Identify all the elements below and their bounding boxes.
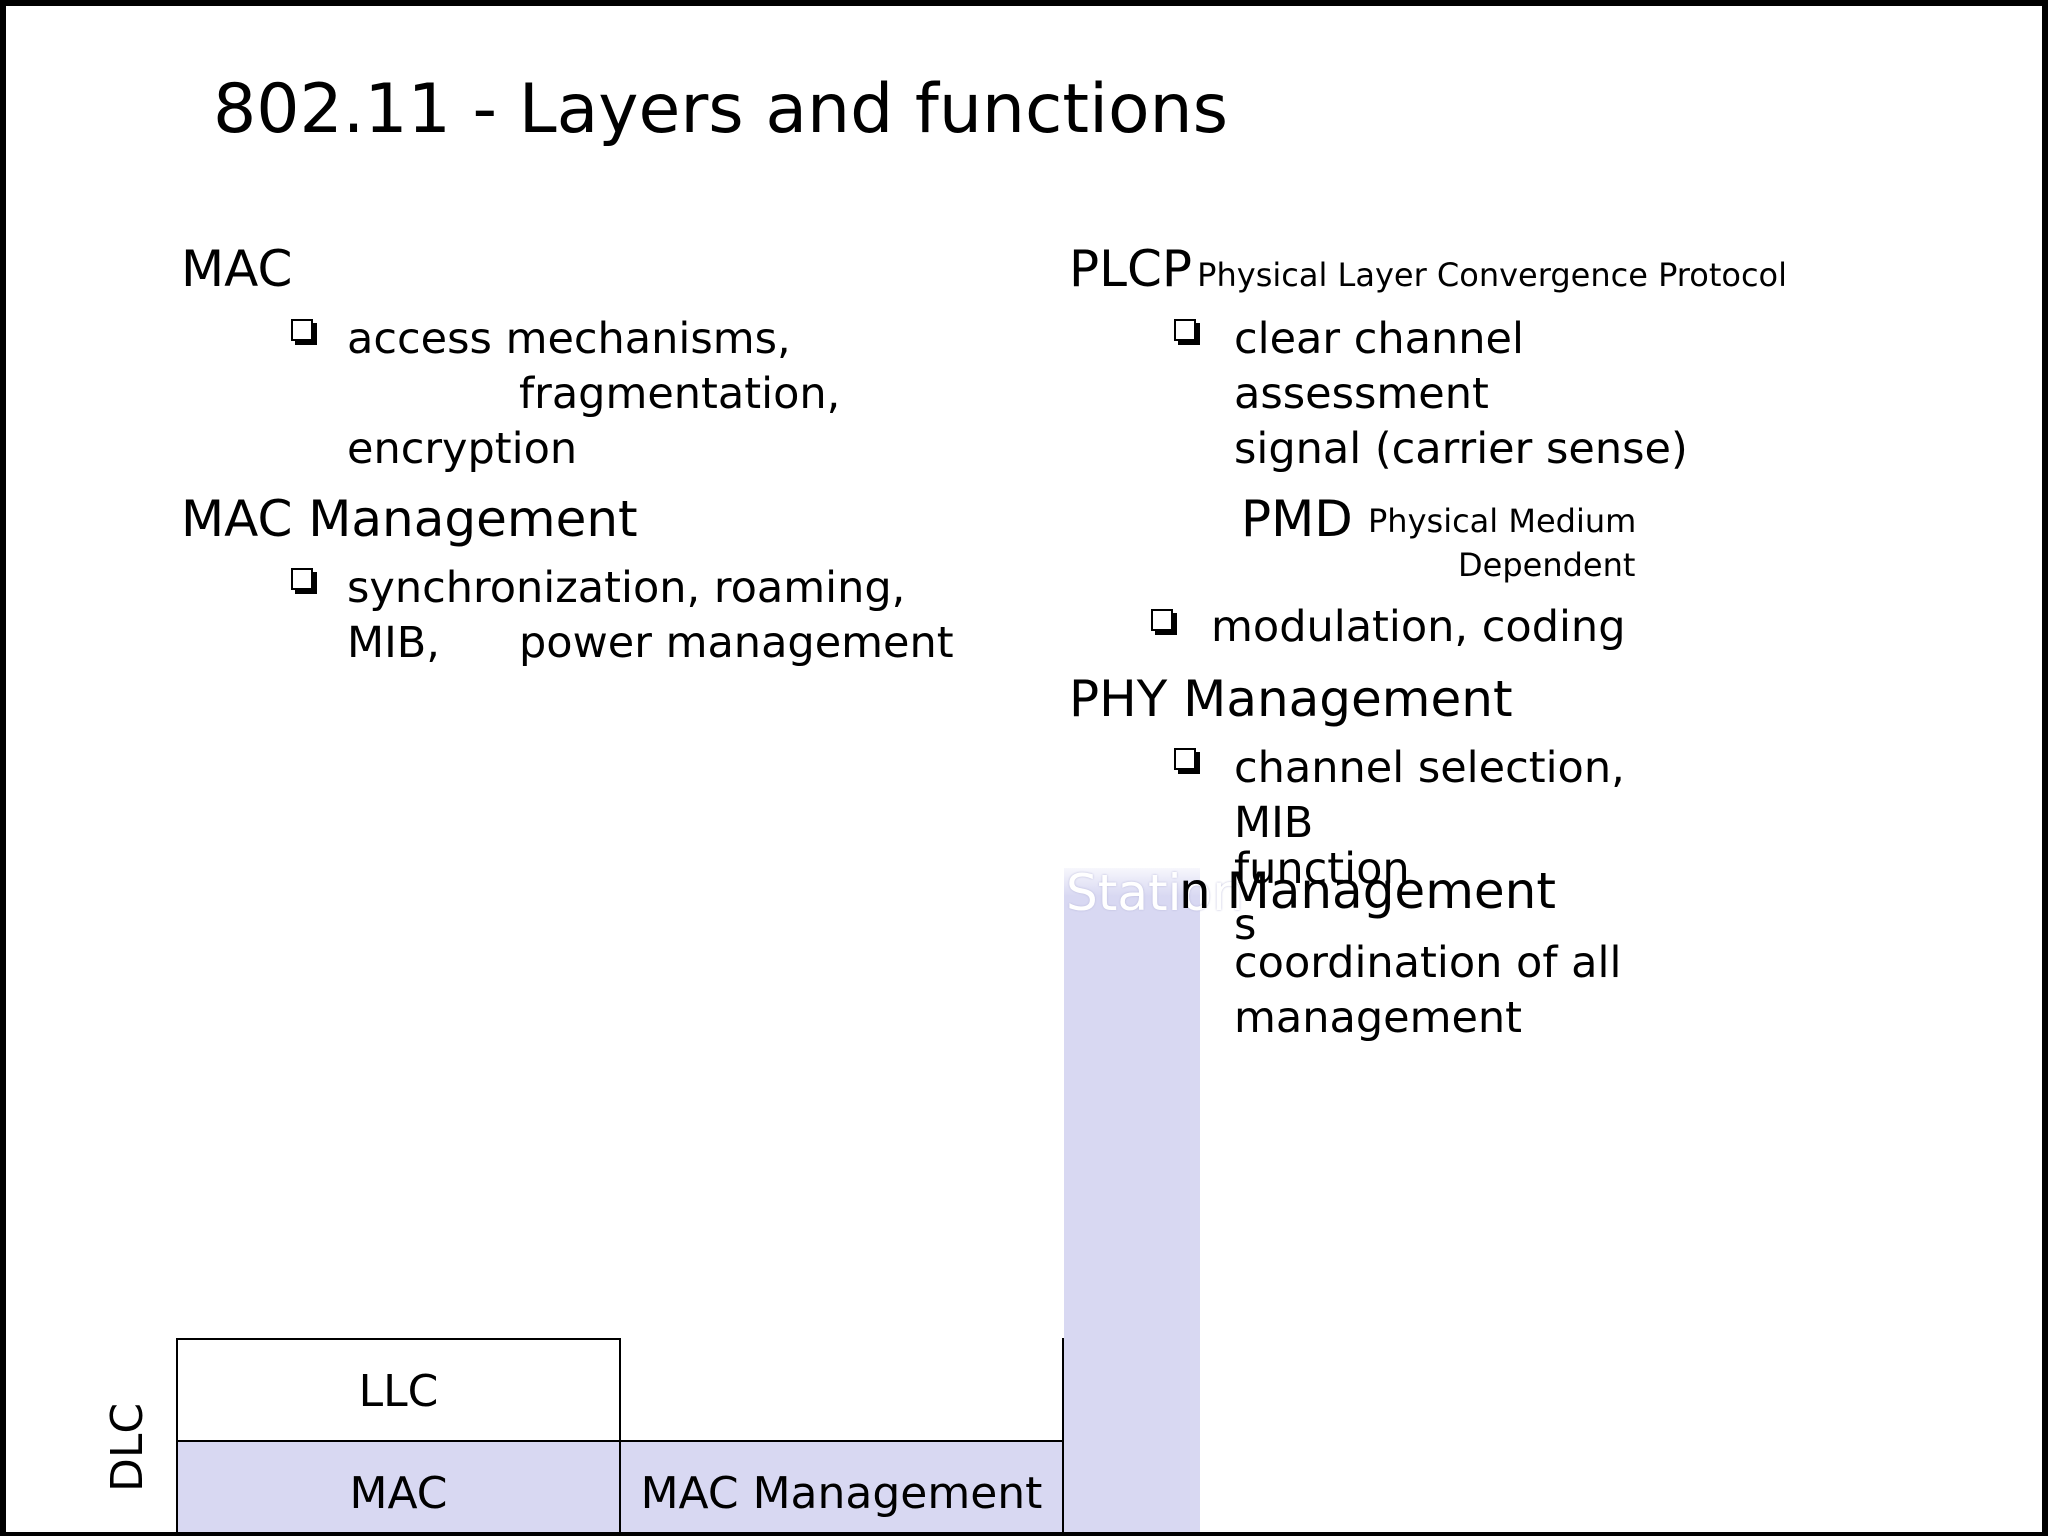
mac-heading: MAC [181, 240, 293, 298]
mac-management-heading: MAC Management [181, 490, 638, 548]
mac-management-box-label: MAC Management [640, 1467, 1043, 1519]
bullet-icon [1174, 748, 1196, 770]
pmd-bullet: modulation, coding [1211, 602, 1626, 652]
pmd-subtitle-line-2: Dependent [1458, 546, 1636, 584]
llc-label: LLC [358, 1365, 439, 1417]
station-management-heading: n Management [1179, 862, 1556, 920]
mac-management-box: MAC Management [619, 1440, 1064, 1532]
diagram-divider [1062, 1338, 1064, 1442]
llc-box: LLC [176, 1338, 621, 1442]
mac-box: MAC [176, 1440, 621, 1532]
station-heading-ghost: Station [1066, 864, 1244, 922]
plcp-bullet-line-3: signal (carrier sense) [1234, 424, 1688, 474]
plcp-bullet-line-1: clear channel [1234, 314, 1524, 364]
station-mgmt-line-1: coordination of all [1234, 938, 1622, 988]
mac-mgmt-bullet-line-1: synchronization, roaming, [347, 563, 906, 613]
mac-bullet-line-1: access mechanisms, [347, 314, 791, 364]
slide-title: 802.11 - Layers and functions [213, 70, 1229, 149]
station-mgmt-line-2: management [1234, 993, 1523, 1043]
dlc-label: DLC [102, 1402, 153, 1492]
station-management-bar [1064, 868, 1200, 1532]
mac-mgmt-bullet-line-2b: power management [519, 618, 954, 668]
pmd-subtitle-line-1: Physical Medium [1368, 502, 1637, 540]
bullet-icon [1151, 609, 1173, 631]
phy-mgmt-bullet-line-4: s [1234, 900, 1257, 950]
plcp-subtitle: Physical Layer Convergence Protocol [1197, 256, 1788, 294]
phy-mgmt-bullet-line-3: function [1234, 844, 1410, 894]
phy-mgmt-bullet-line-1: channel selection, [1234, 743, 1625, 793]
plcp-bullet-line-2: assessment [1234, 369, 1489, 419]
mac-box-label: MAC [349, 1467, 448, 1519]
plcp-heading: PLCP [1069, 240, 1193, 298]
plcp-heading-row: PLCP Physical Layer Convergence Protocol [1069, 240, 1787, 298]
pmd-heading: PMD [1241, 490, 1353, 548]
mac-bullet-line-3: encryption [347, 424, 578, 474]
phy-mgmt-bullet-line-2: MIB [1234, 798, 1314, 848]
bullet-icon [1174, 319, 1196, 341]
mac-mgmt-bullet-line-2a: MIB, [347, 618, 440, 668]
bullet-icon [291, 319, 313, 341]
mac-bullet-line-2: fragmentation, [519, 369, 841, 419]
bullet-icon [291, 568, 313, 590]
phy-management-heading: PHY Management [1069, 670, 1513, 728]
